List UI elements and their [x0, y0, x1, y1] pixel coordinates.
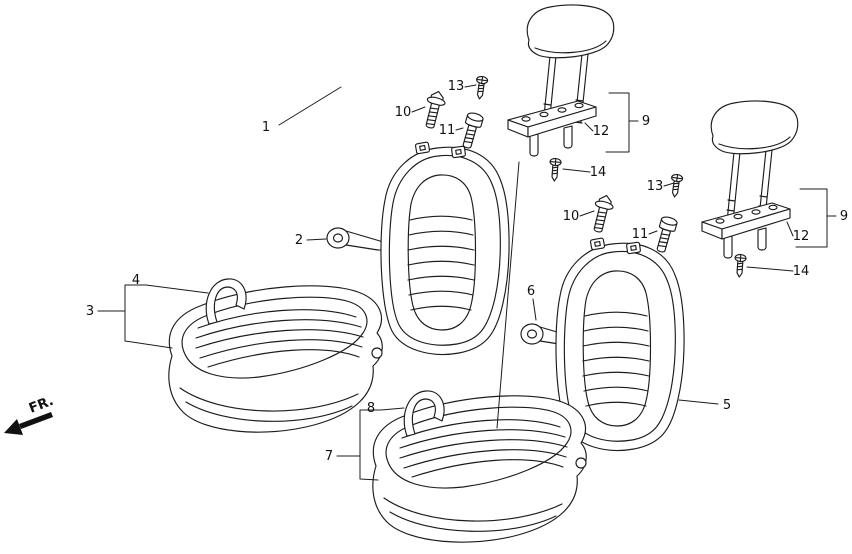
- callout-13-right: 13: [647, 179, 664, 194]
- leader-11-left: [455, 127, 464, 131]
- leader-5: [678, 399, 719, 405]
- seat-back-left: [380, 141, 510, 356]
- fr-arrow-head-icon: [4, 419, 23, 435]
- callout-13-left: 13: [448, 79, 465, 94]
- callout-1: 1: [262, 120, 270, 135]
- leader-10-left: [411, 106, 426, 113]
- bolt-10-right: [588, 192, 616, 235]
- headrest-right: [710, 100, 799, 224]
- screw-13-right: [668, 173, 684, 199]
- callout-14-left: 14: [590, 165, 607, 180]
- bolt-11-left: [458, 110, 485, 151]
- recliner-knob-left: [326, 227, 384, 251]
- fr-direction-indicator: FR.: [4, 393, 56, 435]
- headrest-assembly-left: [507, 4, 615, 182]
- callout-10-right: 10: [563, 209, 580, 224]
- callout-11-right: 11: [632, 227, 649, 242]
- callout-12-right: 12: [793, 229, 810, 244]
- screw-14-left: [548, 157, 562, 182]
- leader-12-right: [786, 221, 794, 237]
- callout-9-left: 9: [642, 114, 650, 129]
- callout-12-left: 12: [593, 124, 610, 139]
- leader-3: [97, 284, 173, 349]
- leader-4: [145, 284, 209, 294]
- screw-13-left: [473, 75, 489, 101]
- leader-9-left: [605, 92, 639, 153]
- leader-2: [306, 238, 327, 241]
- callout-9-right: 9: [840, 209, 848, 224]
- fr-arrow-shaft: [19, 412, 53, 429]
- leader-7: [336, 409, 382, 481]
- leader-14-left: [562, 168, 591, 173]
- leader-10-right: [579, 210, 595, 217]
- screw-14-right: [733, 253, 747, 278]
- headrest-guide-plate-left: [507, 100, 597, 157]
- leader-11-right: [648, 230, 658, 235]
- callout-6: 6: [527, 284, 535, 299]
- leader-14-right: [746, 266, 794, 272]
- leader-13-left: [464, 84, 477, 88]
- callout-8: 8: [367, 401, 375, 416]
- leader-lines: [97, 84, 837, 481]
- assembly-line-right: [496, 161, 520, 429]
- callout-7: 7: [325, 449, 333, 464]
- callout-11-left: 11: [439, 123, 456, 138]
- leader-9-right: [795, 188, 837, 248]
- callout-10-left: 10: [395, 105, 412, 120]
- callout-4: 4: [132, 273, 140, 288]
- leader-1: [278, 86, 342, 126]
- callout-labels: 1 2 3 4 5 6 7 8 9 9 10 10 11 11 12 12 13…: [86, 79, 848, 464]
- bolt-11-right: [652, 214, 679, 255]
- headrest-guide-plate-right: [701, 202, 791, 259]
- callout-2: 2: [295, 233, 303, 248]
- leader-6: [532, 298, 537, 321]
- leader-12-left: [584, 122, 594, 132]
- seat-cushion-left: [168, 285, 383, 433]
- leader-8: [380, 407, 405, 411]
- leader-13-right: [663, 182, 675, 187]
- callout-14-right: 14: [793, 264, 810, 279]
- callout-3: 3: [86, 304, 94, 319]
- headrest-assembly-right: [701, 100, 799, 278]
- callout-5: 5: [723, 398, 731, 413]
